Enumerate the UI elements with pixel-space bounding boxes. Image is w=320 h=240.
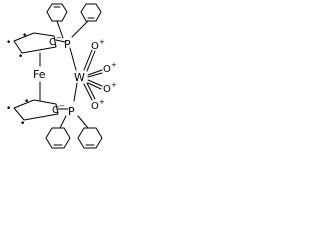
carbonyl-3-bond-b bbox=[87, 82, 102, 90]
charge-c-top: − bbox=[56, 34, 62, 42]
charge-o-carbonyl-2: + bbox=[111, 61, 117, 69]
atom-o-carbonyl-4: O bbox=[91, 101, 99, 112]
structure-svg: • • • • • • C − C − P P Fe W O + O + O +… bbox=[6, 3, 117, 149]
phenyl-bottom-right-bond bbox=[77, 115, 89, 129]
charge-o-carbonyl-3: + bbox=[111, 81, 117, 89]
atom-p-top: P bbox=[64, 38, 71, 51]
atom-o-carbonyl-3: O bbox=[103, 84, 111, 95]
charge-c-bottom: − bbox=[59, 102, 65, 110]
charge-o-carbonyl-1: + bbox=[99, 38, 105, 46]
radical-dot-top-lower: • bbox=[18, 52, 23, 62]
cp-top-to-p-bond bbox=[55, 39, 66, 43]
p-bottom-to-w-bond bbox=[73, 82, 78, 102]
phenyl-ring-bottom-left bbox=[45, 127, 71, 149]
carbonyl-3-bond bbox=[87, 79, 103, 87]
atom-o-carbonyl-1: O bbox=[91, 41, 99, 52]
atom-p-bottom: P bbox=[68, 105, 75, 118]
phenyl-ring-bottom-right bbox=[77, 127, 103, 149]
structure-diagram: • • • • • • C − C − P P Fe W O + O + O +… bbox=[0, 0, 132, 156]
carbonyl-2-bond bbox=[87, 69, 103, 76]
atom-c-top: C bbox=[49, 37, 56, 48]
charge-o-carbonyl-4: + bbox=[99, 98, 105, 106]
phenyl-bottom-left-bond bbox=[59, 115, 67, 129]
p-top-to-w-bond bbox=[69, 47, 77, 71]
carbonyl-2-bond-b bbox=[87, 72, 103, 78]
radical-dot-bottom-lower: • bbox=[20, 119, 25, 129]
radical-dot-bottom-left: • bbox=[6, 104, 11, 114]
phenyl-ring-top-left bbox=[46, 3, 68, 22]
radical-dot-top-mid: • bbox=[22, 31, 27, 41]
radical-dot-top-left: • bbox=[6, 38, 11, 48]
radical-dot-bottom-mid: • bbox=[24, 97, 29, 107]
cp-ring-bottom bbox=[13, 99, 59, 121]
carbonyl-4-bond bbox=[83, 83, 93, 101]
phenyl-ring-top-right bbox=[80, 3, 102, 22]
phenyl-top-left-bond bbox=[56, 20, 64, 39]
cp-ring-top bbox=[13, 32, 57, 54]
phenyl-top-right-bond bbox=[71, 20, 89, 38]
carbonyl-1-bond bbox=[83, 49, 93, 71]
atom-c-bottom: C bbox=[52, 105, 59, 116]
atom-w: W bbox=[74, 71, 85, 84]
atom-fe: Fe bbox=[33, 68, 46, 81]
atom-o-carbonyl-2: O bbox=[103, 64, 111, 75]
carbonyl-4-bond-b bbox=[86, 82, 96, 100]
carbonyl-1-bond-b bbox=[86, 50, 96, 72]
